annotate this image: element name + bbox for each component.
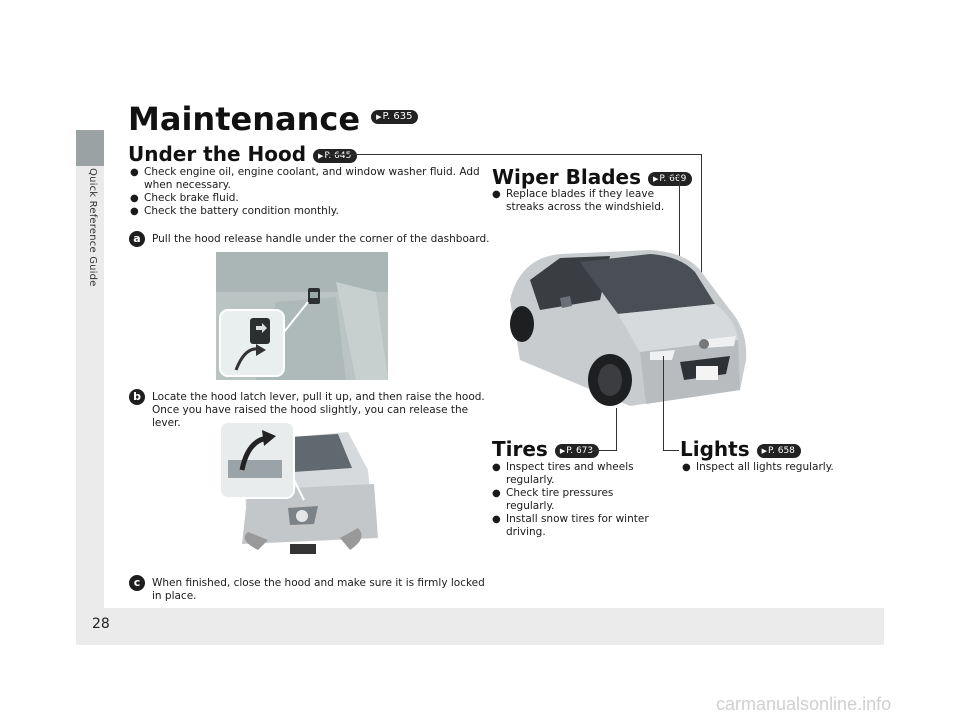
- page-title: Maintenance ▶P. 635: [128, 100, 419, 138]
- tires-reference-link[interactable]: ▶P. 673: [554, 443, 600, 458]
- hood-latch-photo-svg: [218, 420, 382, 566]
- wiper-leader-line-vertical: [679, 176, 680, 298]
- watermark: carmanualsonline.info: [716, 694, 892, 714]
- list-item: Replace blades if they leave streaks acr…: [492, 188, 672, 214]
- under-hood-leader-line: [328, 154, 702, 155]
- tires-title-text: Tires: [492, 437, 548, 461]
- lights-reference-link[interactable]: ▶P. 658: [756, 443, 801, 458]
- page-number: 28: [92, 616, 110, 632]
- list-item: Inspect all lights regularly.: [682, 461, 852, 474]
- hood-latch-lever-photo: [218, 420, 382, 566]
- lights-leader-line-vertical: [663, 356, 664, 451]
- arrow-icon: ▶: [318, 151, 324, 160]
- step-c-badge: c: [129, 575, 145, 591]
- side-tab-marker: [76, 130, 104, 166]
- tires-leader-line: [590, 450, 617, 451]
- step-a-text: Pull the hood release handle under the c…: [152, 233, 490, 245]
- list-item: Inspect tires and wheels regularly.: [492, 461, 662, 487]
- step-a-badge: a: [129, 231, 145, 247]
- lights-title-text: Lights: [680, 437, 750, 461]
- footer-bar: [76, 608, 884, 645]
- arrow-icon: ▶: [652, 174, 659, 183]
- under-hood-reference-link[interactable]: ▶P. 645: [313, 148, 358, 163]
- side-tab-label: Quick Reference Guide: [87, 168, 98, 287]
- page-title-text: Maintenance: [128, 100, 361, 138]
- under-hood-bullets: Check engine oil, engine coolant, and wi…: [130, 166, 480, 218]
- step-b-badge: b: [129, 389, 145, 405]
- list-item: Check the battery condition monthly.: [130, 205, 480, 218]
- arrow-icon: ▶: [761, 446, 767, 455]
- tires-title: Tires ▶P. 673: [492, 437, 600, 461]
- tires-bullets: Inspect tires and wheels regularly. Chec…: [492, 461, 662, 539]
- page-title-reference-link[interactable]: ▶P. 635: [371, 110, 419, 124]
- step-c-text: When finished, close the hood and make s…: [152, 577, 485, 602]
- wiper-leader-line: [667, 176, 680, 177]
- wiper-blades-title: Wiper Blades ▶P. 669: [492, 165, 693, 189]
- minivan-svg: [510, 250, 747, 406]
- tires-leader-line-vertical: [616, 408, 617, 451]
- under-hood-title: Under the Hood ▶P. 645: [128, 142, 358, 166]
- list-item: Install snow tires for winter driving.: [492, 513, 662, 539]
- lights-bullets: Inspect all lights regularly.: [682, 461, 852, 474]
- minivan-photo: [500, 240, 750, 410]
- side-tab-background: [76, 130, 104, 608]
- wiper-blades-title-text: Wiper Blades: [492, 165, 642, 189]
- list-item: Check engine oil, engine coolant, and wi…: [130, 166, 480, 192]
- under-hood-title-text: Under the Hood: [128, 142, 307, 166]
- lights-leader-line: [663, 450, 679, 451]
- under-hood-leader-line-vertical: [701, 154, 702, 312]
- lights-title: Lights ▶P. 658: [680, 437, 801, 461]
- hood-release-photo-svg: [216, 252, 388, 380]
- arrow-icon: ▶: [559, 446, 566, 455]
- wiper-blades-reference-link[interactable]: ▶P. 669: [647, 171, 693, 186]
- hood-release-handle-photo: [216, 252, 388, 380]
- list-item: Check brake fluid.: [130, 192, 480, 205]
- wiper-blades-bullets: Replace blades if they leave streaks acr…: [492, 188, 672, 214]
- arrow-icon: ▶: [376, 113, 382, 121]
- list-item: Check tire pressures regularly.: [492, 487, 662, 513]
- step-b-text: Locate the hood latch lever, pull it up,…: [152, 391, 485, 429]
